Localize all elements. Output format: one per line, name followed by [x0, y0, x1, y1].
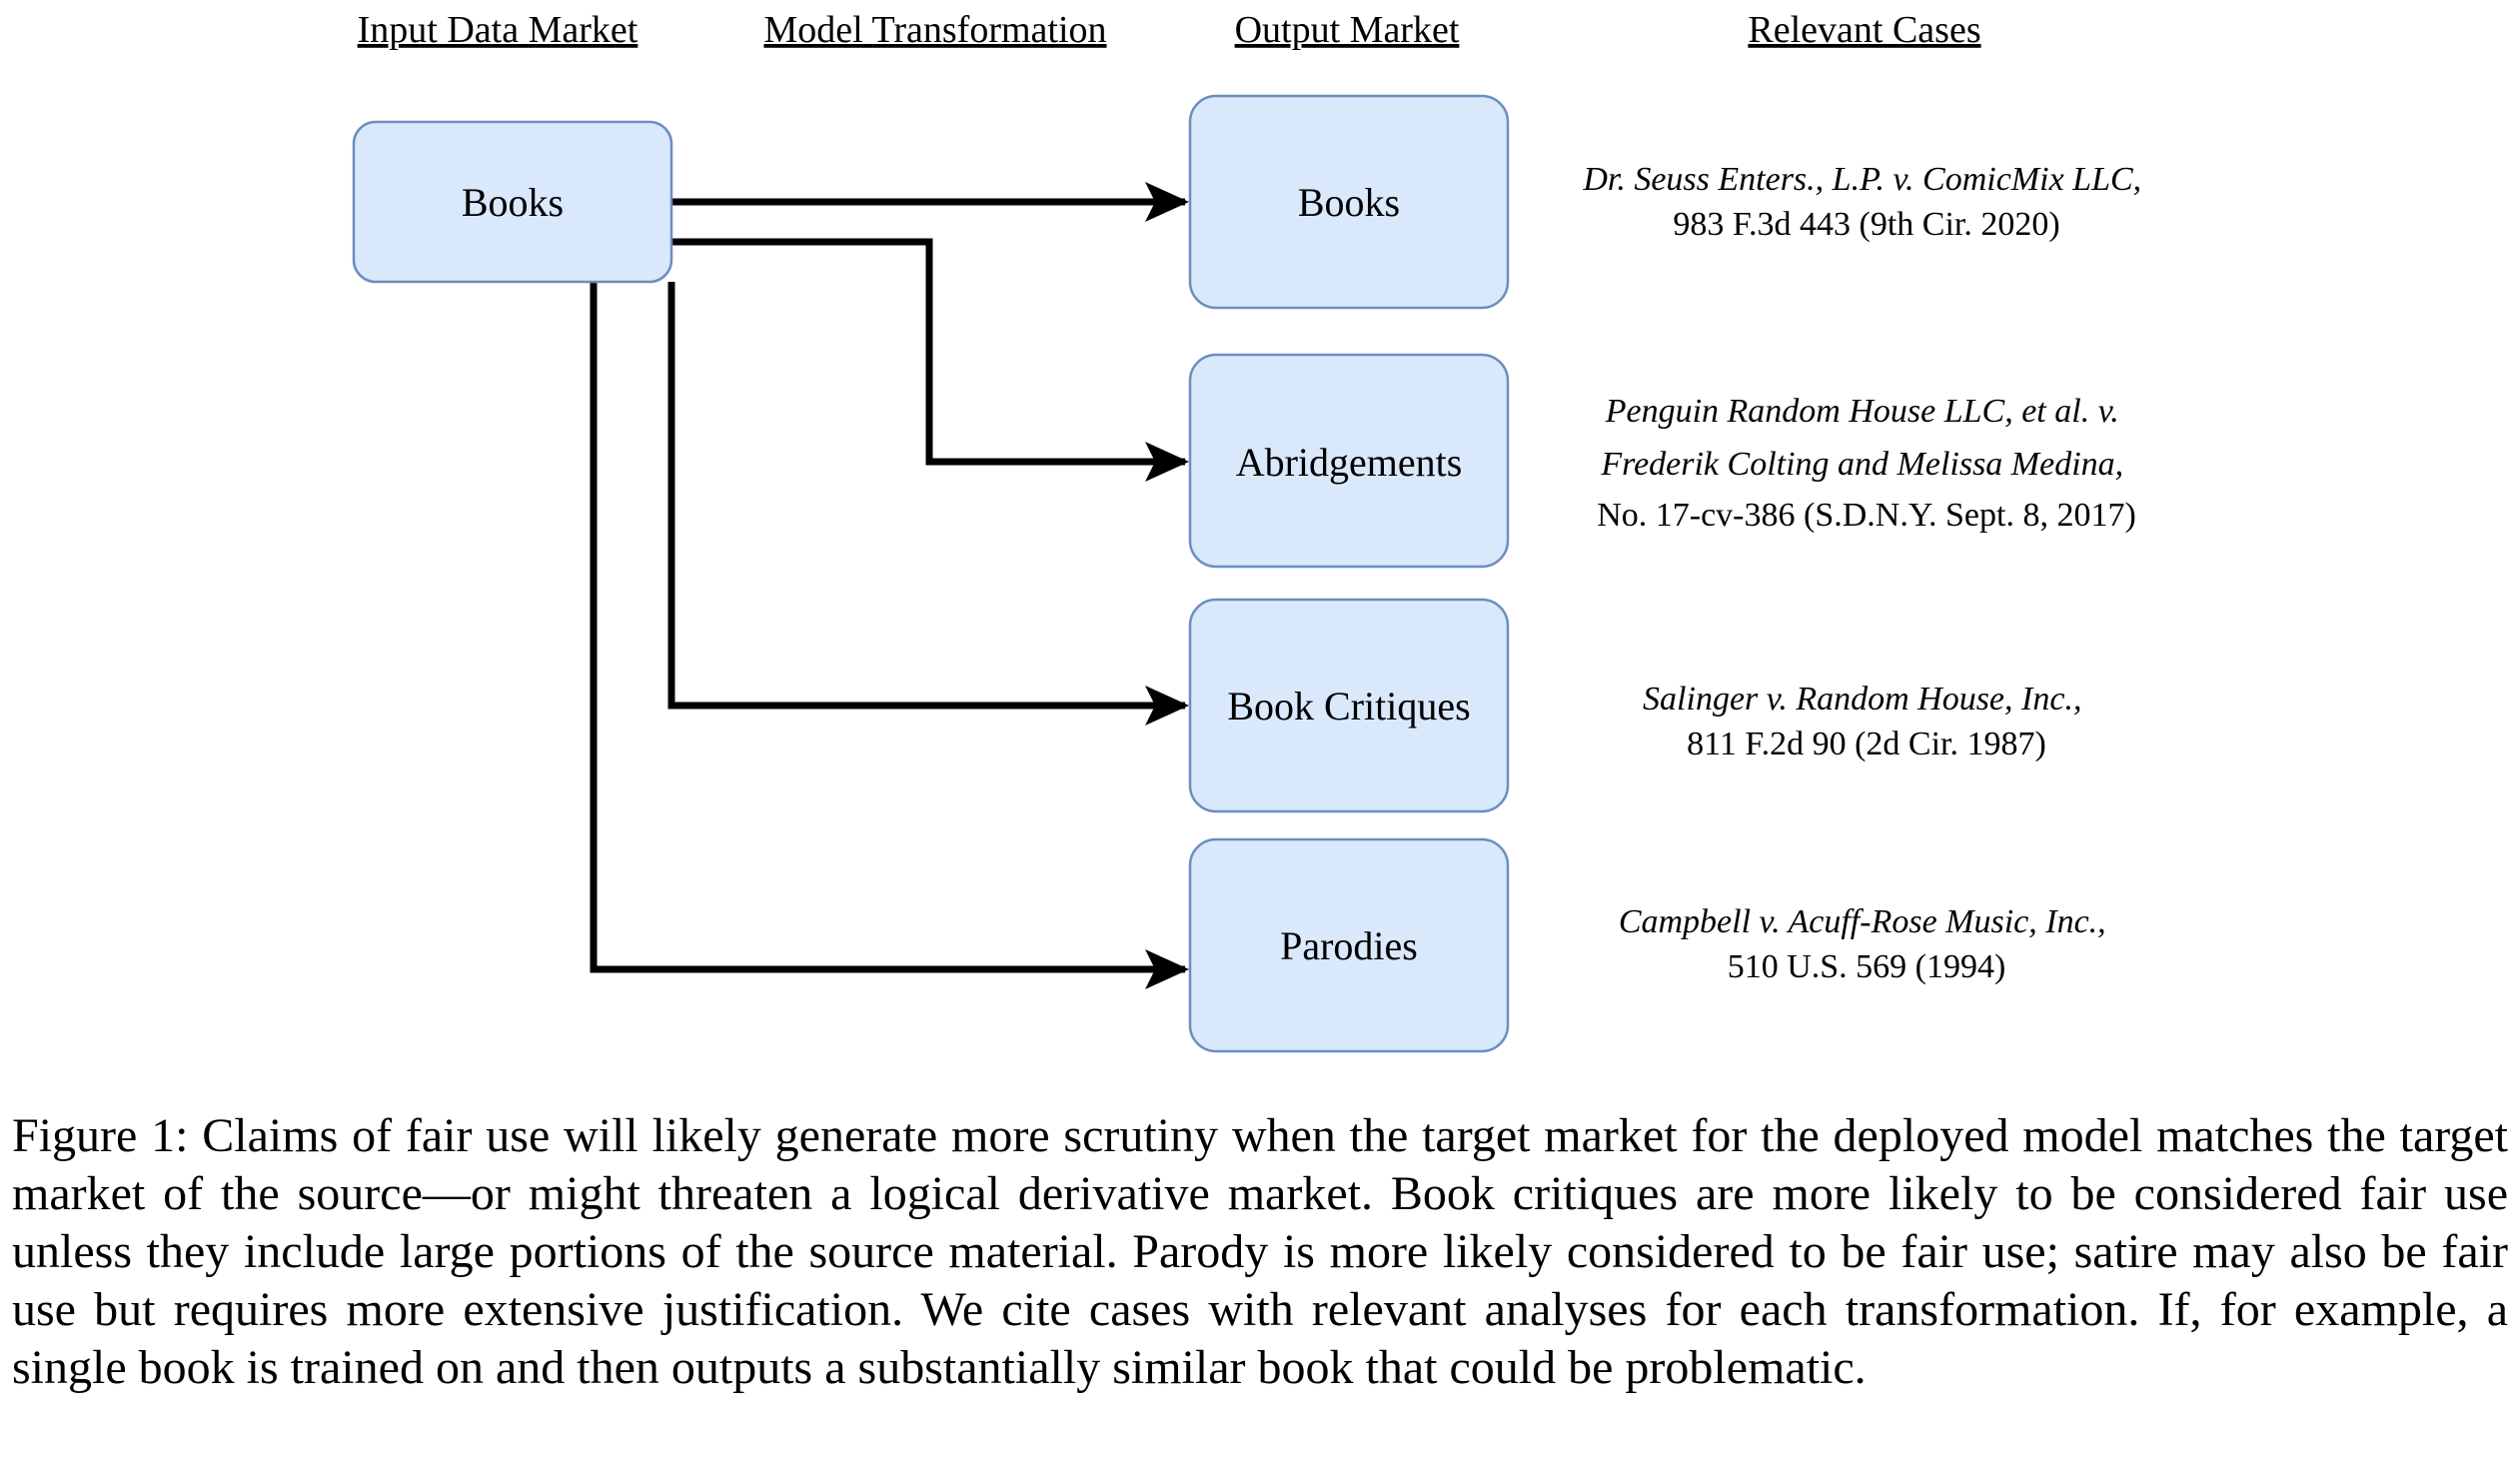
- case-line: Frederik Colting and Melissa Medina,: [1600, 446, 2123, 483]
- output-node-label: Abridgements: [1236, 440, 1463, 485]
- case-citations: Dr. Seuss Enters., L.P. v. ComicMix LLC,…: [1582, 161, 2149, 985]
- output-node-box: [1188, 837, 1510, 1053]
- figure-caption: Figure 1: Claims of fair use will likely…: [12, 1109, 2508, 1394]
- output-node-box: [1188, 353, 1510, 569]
- header-input-data-market: Input Data Market: [358, 9, 638, 51]
- case-citation: Salinger v. Random House, Inc., 811 F.2d…: [1643, 681, 2090, 762]
- fair-use-market-diagram: Input Data Market Model Transformation O…: [352, 9, 2149, 1053]
- case-line: Dr. Seuss Enters., L.P. v. ComicMix LLC,: [1582, 161, 2141, 198]
- case-citation: Penguin Random House LLC, et al. v. Fred…: [1597, 393, 2136, 534]
- output-node-label: Book Critiques: [1227, 684, 1470, 729]
- case-line: Salinger v. Random House, Inc.,: [1643, 681, 2081, 718]
- header-relevant-cases: Relevant Cases: [1748, 9, 1980, 51]
- input-node-books: Books: [352, 120, 673, 284]
- output-node-book-critiques: Book Critiques: [1188, 598, 1510, 813]
- output-node-parodies: Parodies: [1188, 837, 1510, 1053]
- case-line: Penguin Random House LLC, et al. v.: [1605, 393, 2119, 430]
- input-node-box: [352, 120, 673, 284]
- header-model-transformation: Model Transformation: [763, 9, 1106, 51]
- header-output-market: Output Market: [1235, 9, 1460, 51]
- case-line: No. 17-cv-386 (S.D.N.Y. Sept. 8, 2017): [1597, 497, 2136, 534]
- case-citation: Dr. Seuss Enters., L.P. v. ComicMix LLC,…: [1582, 161, 2149, 243]
- case-line: 510 U.S. 569 (1994): [1728, 948, 2006, 985]
- output-node-abridgements: Abridgements: [1188, 353, 1510, 569]
- output-node-box: [1188, 598, 1510, 813]
- output-node-label: Parodies: [1280, 923, 1418, 968]
- input-node-label: Books: [462, 180, 564, 225]
- case-line: Campbell v. Acuff-Rose Music, Inc.,: [1619, 903, 2106, 940]
- case-line: 811 F.2d 90 (2d Cir. 1987): [1687, 726, 2046, 762]
- output-node-box: [1188, 94, 1510, 310]
- edge-books-to-parodies: [590, 282, 1189, 989]
- case-citation: Campbell v. Acuff-Rose Music, Inc., 510 …: [1619, 903, 2114, 985]
- edge-books-to-abridgements: [671, 238, 1189, 482]
- case-line: 983 F.3d 443 (9th Cir. 2020): [1673, 206, 2059, 243]
- output-node-books: Books: [1188, 94, 1510, 310]
- edge-books-to-book-critiques: [667, 282, 1189, 726]
- output-node-label: Books: [1298, 180, 1400, 225]
- edges: [590, 182, 1189, 989]
